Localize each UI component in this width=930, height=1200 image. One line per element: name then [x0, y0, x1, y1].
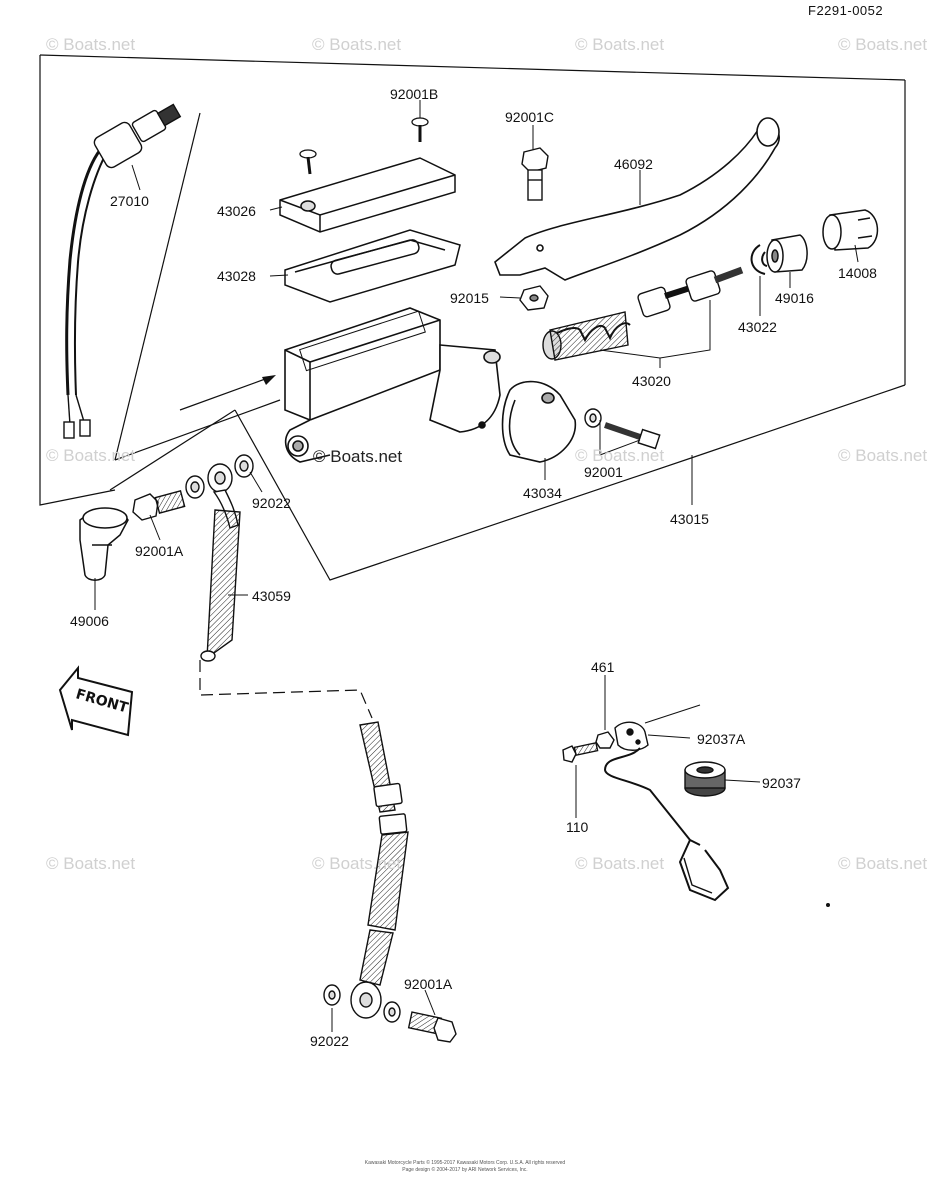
- switch-bracket-92037A: [603, 721, 730, 902]
- watermark: © Boats.net: [575, 35, 665, 54]
- part-label-92001A-lower[interactable]: 92001A: [404, 976, 453, 992]
- master-cylinder-43015: [284, 307, 501, 463]
- brake-hose-43059: [200, 463, 241, 662]
- part-label-43059[interactable]: 43059: [252, 588, 291, 604]
- part-label-461[interactable]: 461: [591, 659, 615, 675]
- reservoir-cap-43026: [279, 157, 456, 233]
- part-label-92001B[interactable]: 92001B: [390, 86, 439, 102]
- brake-switch-27010: [63, 103, 182, 439]
- part-label-92022-lower[interactable]: 92022: [310, 1033, 349, 1049]
- assembly-arrow: [179, 375, 276, 411]
- watermark: © Boats.net: [838, 446, 928, 465]
- part-label-46092[interactable]: 46092: [614, 156, 653, 172]
- part-label-43026[interactable]: 43026: [217, 203, 256, 219]
- brake-lever-46092: [494, 117, 780, 281]
- bolt-92001: [584, 408, 661, 450]
- part-label-110[interactable]: 110: [566, 819, 589, 835]
- hose-connection-line: [199, 660, 373, 719]
- brake-hose-lower: [323, 721, 409, 1023]
- part-label-92001A-upper[interactable]: 92001A: [135, 543, 184, 559]
- watermark: © Boats.net: [838, 35, 928, 54]
- part-label-49016[interactable]: 49016: [775, 290, 814, 306]
- watermark: © Boats.net: [46, 854, 136, 873]
- part-label-43022[interactable]: 43022: [738, 319, 777, 335]
- rubber-cap-49006: [79, 507, 129, 581]
- banjo-bolt-92001A-lower: [407, 1011, 457, 1043]
- part-label-92022-upper[interactable]: 92022: [252, 495, 291, 511]
- part-label-92001C[interactable]: 92001C: [505, 109, 555, 125]
- part-label-27010[interactable]: 27010: [110, 193, 149, 209]
- watermark: © Boats.net: [46, 446, 136, 465]
- grommet-92037: [684, 761, 726, 797]
- leader-lines: [94, 100, 859, 1032]
- part-label-43034[interactable]: 43034: [523, 485, 562, 501]
- diaphragm-43028: [284, 229, 461, 303]
- banjo-bolt-92001A-upper: [132, 454, 254, 521]
- boot-49016: [766, 234, 808, 273]
- stray-dot: [826, 903, 830, 907]
- part-label-92037[interactable]: 92037: [762, 775, 801, 791]
- diagram-code: F2291-0052: [808, 3, 884, 18]
- footer-copyright-line1: Kawasaki Motorcycle Parts © 1995-2017 Ka…: [364, 1160, 566, 1166]
- part-label-43015[interactable]: 43015: [670, 511, 709, 527]
- clamp-43034: [501, 380, 577, 463]
- part-label-43028[interactable]: 43028: [217, 268, 256, 284]
- front-direction-arrow: FRONT: [58, 665, 134, 737]
- watermark: © Boats.net: [838, 854, 928, 873]
- nut-461-screw-110: [562, 731, 615, 763]
- footer-copyright-line2: Page design © 2004-2017 by ARI Network S…: [402, 1167, 528, 1173]
- part-label-92001[interactable]: 92001: [584, 464, 623, 480]
- cap-14008: [822, 209, 879, 251]
- clip-43022: [750, 244, 768, 275]
- piston-assembly-43020: [542, 266, 744, 361]
- watermark: © Boats.net: [312, 854, 402, 873]
- part-label-43020[interactable]: 43020: [632, 373, 671, 389]
- part-label-92037A[interactable]: 92037A: [697, 731, 746, 747]
- watermark: © Boats.net: [313, 447, 403, 466]
- part-label-92015[interactable]: 92015: [450, 290, 489, 306]
- bolt-92001C: [521, 147, 549, 201]
- assembly-frame-lines: [39, 54, 906, 581]
- watermark: © Boats.net: [312, 35, 402, 54]
- watermark: © Boats.net: [575, 446, 665, 465]
- watermark: © Boats.net: [46, 35, 136, 54]
- nut-92015: [519, 285, 549, 311]
- part-label-14008[interactable]: 14008: [838, 265, 877, 281]
- screws-92001B: [299, 117, 429, 175]
- watermark: © Boats.net: [575, 854, 665, 873]
- part-label-49006[interactable]: 49006: [70, 613, 109, 629]
